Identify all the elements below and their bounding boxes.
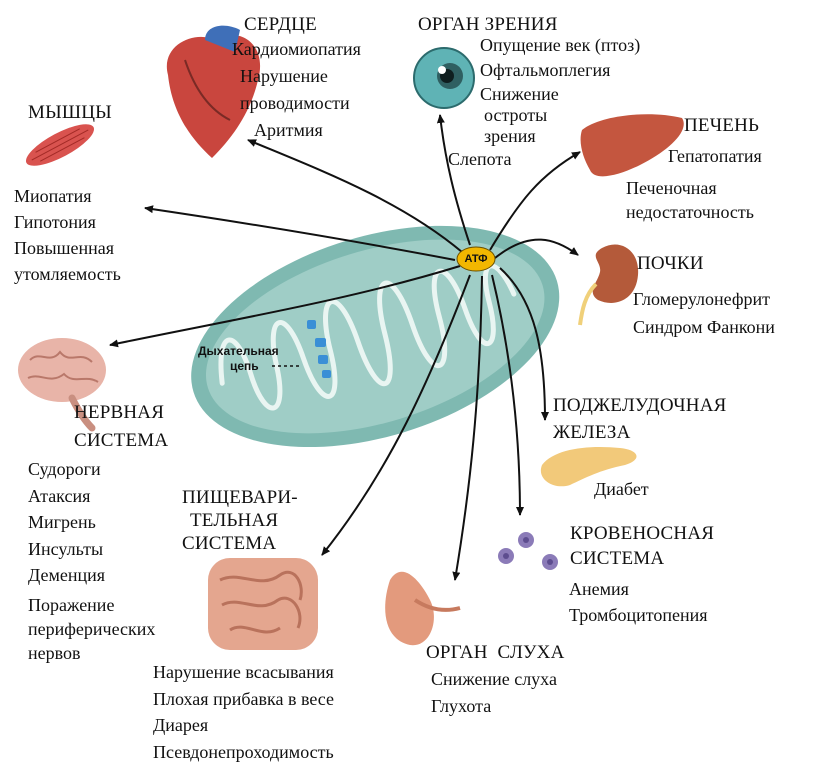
nervous-item: Атаксия: [28, 483, 155, 510]
muscle-item: утомляемость: [14, 261, 121, 287]
liver-item: Печеночная: [626, 176, 754, 200]
ear-icon: [385, 572, 460, 646]
nervous-title-line: СИСТЕМА: [74, 427, 168, 455]
eye-item: зрения: [480, 126, 640, 147]
pancreas-title: ПОДЖЕЛУДОЧНАЯ ЖЕЛЕЗА: [553, 392, 727, 446]
mitochondrion: [164, 185, 586, 487]
nervous-item: нервов: [28, 641, 155, 665]
ear-items: Снижение слуха Глухота: [431, 666, 557, 720]
nervous-title: НЕРВНАЯ СИСТЕМА: [74, 399, 168, 455]
blood-title: КРОВЕНОСНАЯ СИСТЕМА: [570, 521, 714, 571]
digestive-title-line: ТЕЛЬНАЯ: [182, 509, 298, 532]
atp-label: АТФ: [463, 247, 489, 271]
muscle-item: Гипотония: [14, 209, 121, 235]
digestive-items: Нарушение всасывания Плохая прибавка в в…: [153, 659, 334, 765]
eye-items: Опущение век (птоз) Офтальмоплегия Сниже…: [480, 35, 640, 147]
blood-title-line: СИСТЕМА: [570, 546, 714, 571]
eye-item: Офтальмоплегия: [480, 60, 640, 81]
blood-title-line: КРОВЕНОСНАЯ: [570, 521, 714, 546]
nervous-item: Деменция: [28, 562, 155, 589]
eye-title: ОРГАН ЗРЕНИЯ: [418, 12, 558, 37]
pancreas-title-line: ПОДЖЕЛУДОЧНАЯ: [553, 392, 727, 419]
digestive-item: Псевдонепроходимость: [153, 739, 334, 765]
respiratory-chain-line: цепь: [198, 359, 279, 374]
eye-item: Опущение век (птоз): [480, 35, 640, 56]
muscle-icon: [21, 117, 99, 174]
kidney-item: Гломерулонефрит: [633, 285, 775, 313]
nervous-item: периферических: [28, 617, 155, 641]
liver-title: ПЕЧЕНЬ: [684, 113, 759, 138]
heart-item: Аритмия: [232, 117, 361, 144]
heart-item: Нарушение: [232, 63, 361, 90]
heart-items: Кардиомиопатия Нарушение проводимости Ар…: [232, 36, 361, 144]
digestive-item: Плохая прибавка в весе: [153, 686, 334, 713]
digestive-title-line: ПИЩЕВАРИ-: [182, 486, 298, 509]
liver-item: недостаточность: [626, 200, 754, 224]
kidney-icon: [580, 244, 638, 325]
heart-title: СЕРДЦЕ: [244, 12, 317, 37]
eye-item: Снижение: [480, 84, 640, 105]
liver-items: Печеночная недостаточность: [626, 176, 754, 224]
digestive-title: ПИЩЕВАРИ- ТЕЛЬНАЯ СИСТЕМА: [182, 486, 298, 555]
respiratory-chain-line: Дыхательная: [198, 344, 279, 359]
nervous-item: Мигрень: [28, 509, 155, 536]
eye-item: остроты: [480, 105, 640, 126]
pancreas-item: Диабет: [594, 477, 649, 501]
nervous-item: Судороги: [28, 456, 155, 483]
pancreas-title-line: ЖЕЛЕЗА: [553, 419, 727, 446]
blood-items: Анемия Тромбоцитопения: [569, 576, 708, 628]
heart-item: Кардиомиопатия: [232, 36, 361, 63]
digestive-item: Диарея: [153, 712, 334, 739]
muscle-item: Миопатия: [14, 183, 121, 209]
intestine-icon: [208, 558, 318, 650]
nervous-item: Поражение: [28, 593, 155, 617]
eye-icon: [414, 48, 474, 108]
ear-item: Глухота: [431, 693, 557, 720]
muscle-item: Повышенная: [14, 235, 121, 261]
respiratory-chain-label: Дыхательная цепь: [198, 344, 279, 374]
digestive-item: Нарушение всасывания: [153, 659, 334, 686]
heart-item: проводимости: [232, 90, 361, 117]
arrow-eye: [440, 115, 470, 245]
blood-item: Анемия: [569, 576, 708, 602]
kidney-item: Синдром Фанкони: [633, 313, 775, 341]
ear-item: Снижение слуха: [431, 666, 557, 693]
blood-cells-icon: [498, 532, 558, 570]
liver-item: Гепатопатия: [668, 144, 762, 168]
muscle-items: Миопатия Гипотония Повышенная утомляемос…: [14, 183, 121, 287]
kidney-items: Гломерулонефрит Синдром Фанкони: [633, 285, 775, 341]
nervous-title-line: НЕРВНАЯ: [74, 399, 168, 427]
digestive-title-line: СИСТЕМА: [182, 532, 298, 555]
nervous-items: Судороги Атаксия Мигрень Инсульты Деменц…: [28, 456, 155, 665]
muscle-title: МЫШЦЫ: [28, 100, 112, 125]
nervous-item: Инсульты: [28, 536, 155, 563]
eye-item: Слепота: [448, 147, 511, 171]
ear-title: ОРГАН СЛУХА: [426, 640, 565, 665]
blood-item: Тромбоцитопения: [569, 602, 708, 628]
kidney-title: ПОЧКИ: [637, 251, 704, 276]
